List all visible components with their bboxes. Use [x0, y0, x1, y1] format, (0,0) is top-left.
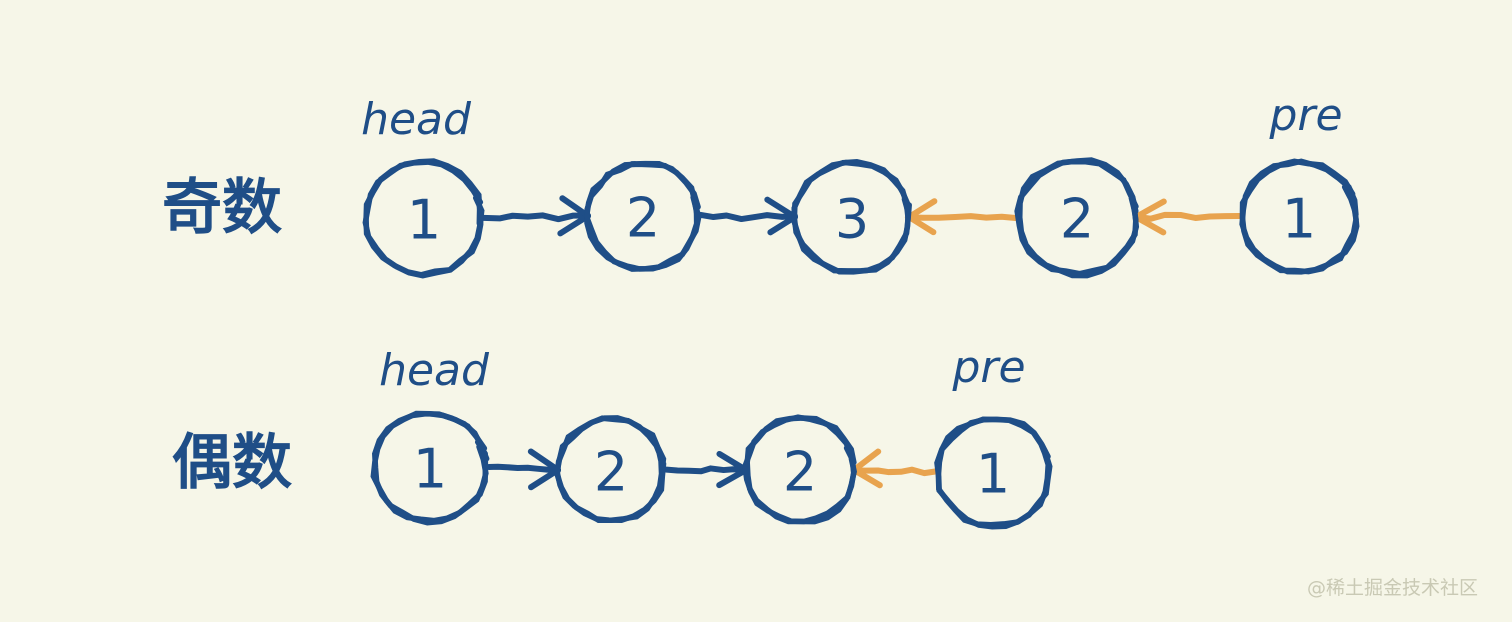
arrowhead-icon [764, 196, 798, 220]
node-odd-4: 1 [1239, 158, 1360, 275]
arrowhead-icon [906, 214, 937, 236]
node-even-3: 1 [934, 416, 1053, 530]
arrowhead-icon [716, 467, 749, 489]
arrowhead-icon [767, 214, 798, 236]
diagram-row-even: 偶数 1 2 2 1 head pre [172, 342, 1053, 530]
edge-odd-next-0 [480, 195, 591, 237]
node-odd-2: 3 [791, 159, 912, 275]
arrowhead-icon [1133, 198, 1167, 220]
edge-even-next-1 [663, 450, 750, 489]
pointer-label-pre: pre [951, 342, 1025, 393]
node-circle [554, 415, 667, 523]
arrowhead-icon [906, 198, 938, 220]
node-even-0: 1 [370, 410, 490, 526]
node-value: 2 [626, 187, 660, 250]
node-circle [1014, 157, 1139, 277]
node-circle [370, 410, 489, 524]
diagram-row-odd: 奇数 1 2 3 2 1 head pre [162, 90, 1360, 279]
node-circle [584, 160, 702, 272]
node-circle [742, 414, 857, 525]
node-value: 2 [1060, 188, 1094, 251]
rows-layer: 奇数 1 2 3 2 1 head pre 偶数 1 2 2 1 head pre [162, 90, 1360, 530]
row-label-even: 偶数 [172, 428, 292, 498]
node-odd-0: 1 [362, 158, 485, 279]
node-value: 1 [1282, 188, 1316, 251]
node-even-1: 2 [554, 415, 667, 524]
arrowhead-icon [716, 450, 749, 473]
node-value: 3 [835, 188, 869, 251]
node-odd-1: 2 [583, 160, 702, 272]
node-value: 1 [407, 189, 441, 252]
node-value: 1 [413, 438, 447, 501]
arrowhead-icon [557, 213, 591, 237]
node-value: 2 [783, 441, 817, 504]
pointer-label-head: head [379, 345, 490, 396]
arrowhead-icon [528, 467, 561, 491]
arrowhead-icon [851, 448, 882, 473]
row-label-odd: 奇数 [162, 173, 282, 243]
node-odd-3: 2 [1014, 157, 1140, 279]
node-value: 1 [976, 443, 1010, 506]
arrowhead-icon [527, 448, 561, 473]
watermark-label: @稀土掘金技术社区 [1307, 577, 1478, 599]
edge-even-pre-2 [850, 448, 940, 489]
node-circle [935, 416, 1053, 528]
arrowhead-icon [559, 195, 591, 219]
edge-odd-next-1 [697, 196, 798, 236]
arrowhead-icon [1133, 214, 1167, 236]
node-circle [363, 158, 484, 278]
node-circle [1239, 158, 1360, 275]
pointer-label-head: head [361, 94, 472, 145]
node-value: 2 [594, 441, 628, 504]
node-even-2: 2 [742, 414, 857, 525]
node-circle [791, 159, 912, 275]
edge-odd-pre-2 [904, 198, 1019, 236]
arrowhead-icon [851, 467, 883, 489]
pointer-label-pre: pre [1268, 90, 1342, 141]
edge-odd-pre-3 [1133, 198, 1243, 236]
edge-even-next-0 [485, 448, 562, 491]
